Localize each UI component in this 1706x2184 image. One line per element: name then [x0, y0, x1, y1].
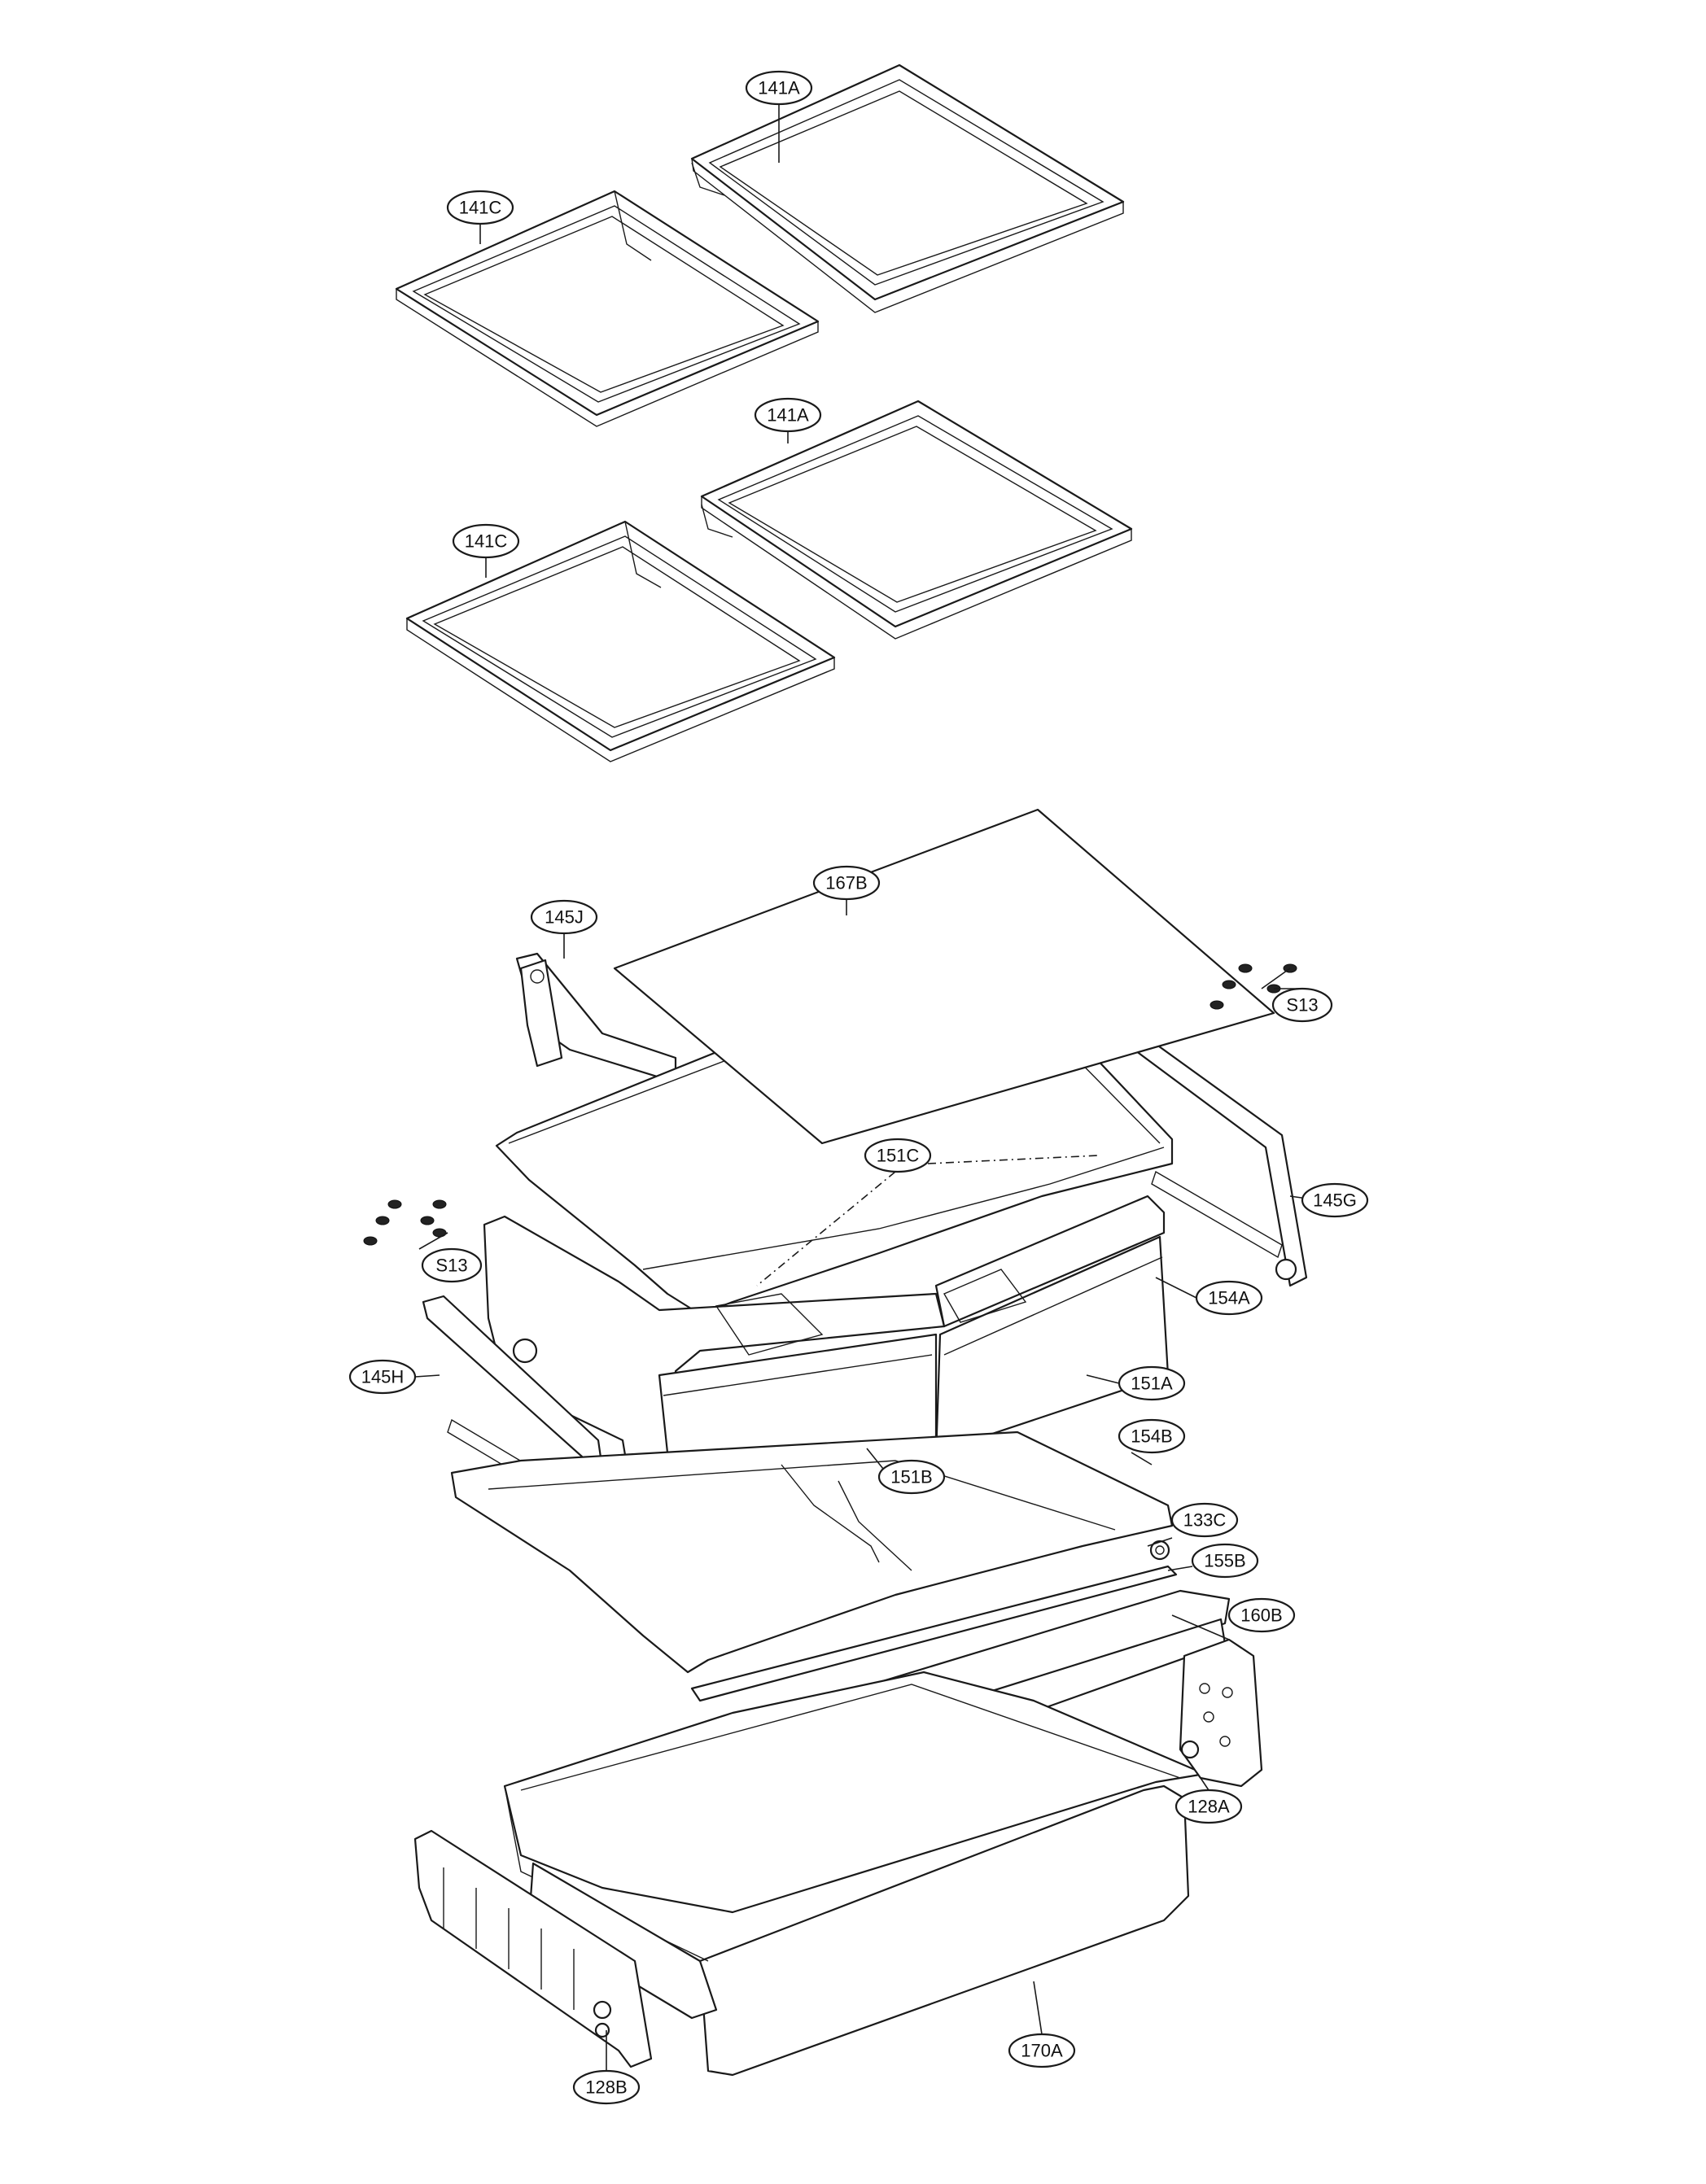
leader-lines	[414, 104, 1319, 2071]
svg-text:141A: 141A	[767, 405, 809, 426]
svg-text:141C: 141C	[465, 531, 508, 552]
callout-141c-top: 141C	[446, 190, 514, 225]
shelf-141c-middle	[405, 520, 836, 762]
callout-128a: 128A	[1175, 1789, 1243, 1824]
callout-160b: 160B	[1227, 1597, 1296, 1633]
drawer-151a	[934, 1195, 1170, 1458]
shelf-141c-top	[395, 190, 820, 427]
callout-151a: 151A	[1118, 1365, 1186, 1401]
svg-text:128B: 128B	[585, 2077, 627, 2098]
svg-text:133C: 133C	[1183, 1510, 1227, 1531]
svg-text:145H: 145H	[361, 1367, 405, 1387]
svg-text:141A: 141A	[758, 78, 800, 98]
callout-155b: 155B	[1191, 1543, 1259, 1579]
callout-145h: 145H	[348, 1359, 417, 1395]
svg-text:160B: 160B	[1240, 1605, 1282, 1626]
strip-155b	[690, 1565, 1178, 1702]
svg-text:128A: 128A	[1188, 1797, 1230, 1817]
callout-141a-top: 141A	[745, 70, 813, 106]
callout-141a-middle: 141A	[754, 397, 822, 433]
callout-128b: 128B	[572, 2069, 641, 2105]
shelf-141a-middle	[700, 400, 1133, 640]
svg-text:141C: 141C	[459, 198, 502, 218]
svg-text:S13: S13	[435, 1256, 467, 1276]
callout-141c-middle: 141C	[452, 523, 520, 559]
svg-text:154B: 154B	[1131, 1426, 1172, 1447]
bumper-133c	[1149, 1540, 1170, 1561]
callout-167b: 167B	[812, 865, 881, 901]
bracket-128b	[413, 1829, 653, 2068]
svg-text:145J: 145J	[545, 907, 584, 928]
callout-s13-left: S13	[421, 1247, 483, 1283]
svg-text:170A: 170A	[1021, 2041, 1063, 2061]
callout-170a: 170A	[1008, 2033, 1076, 2068]
callout-s13-right: S13	[1271, 987, 1333, 1023]
callout-145j: 145J	[530, 899, 598, 935]
callout-154b: 154B	[1118, 1418, 1186, 1454]
callout-145g: 145G	[1301, 1182, 1369, 1218]
callout-151b: 151B	[877, 1459, 946, 1495]
callout-151c: 151C	[864, 1138, 932, 1173]
svg-text:145G: 145G	[1313, 1190, 1357, 1211]
callout-154a: 154A	[1195, 1280, 1263, 1316]
glass-167b	[613, 808, 1275, 1145]
callout-133c: 133C	[1170, 1502, 1239, 1538]
tray-154b	[450, 1431, 1174, 1674]
svg-text:155B: 155B	[1204, 1551, 1245, 1571]
bracket-128a	[1179, 1638, 1263, 1788]
shelf-141a-top	[690, 63, 1125, 313]
svg-text:151C: 151C	[877, 1146, 920, 1166]
svg-text:167B: 167B	[825, 873, 867, 893]
drawer-170a	[503, 1671, 1206, 2077]
svg-text:S13: S13	[1286, 995, 1318, 1016]
svg-text:151B: 151B	[890, 1467, 932, 1487]
svg-text:151A: 151A	[1131, 1374, 1173, 1394]
svg-text:154A: 154A	[1208, 1288, 1250, 1308]
screws-s13-left	[363, 1199, 447, 1246]
